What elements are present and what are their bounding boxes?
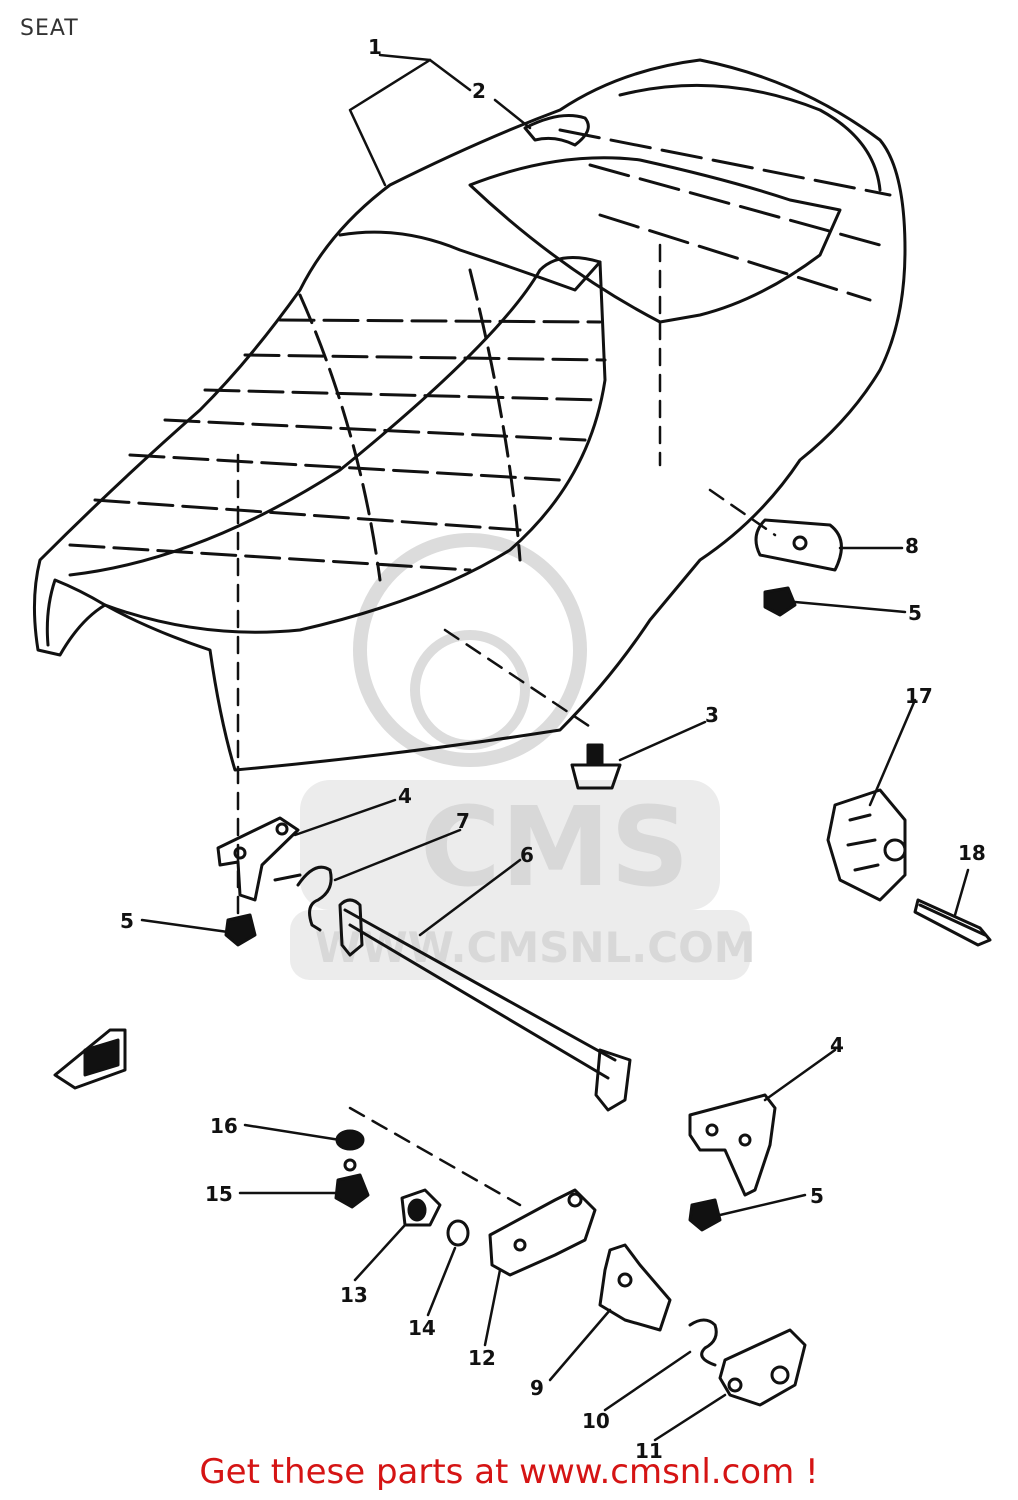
spring-10	[688, 1318, 718, 1367]
bracket-8	[754, 518, 843, 572]
callout-15: 15	[205, 1182, 233, 1206]
front-arrow-icon	[53, 1028, 127, 1090]
page-title: SEAT	[20, 16, 79, 41]
callout-3: 3	[705, 703, 719, 727]
callout-5-lower: 5	[810, 1184, 824, 1208]
callout-13: 13	[340, 1283, 368, 1307]
callout-8: 8	[905, 534, 919, 558]
leader-lines	[140, 53, 970, 1442]
catch-11	[718, 1328, 807, 1407]
callout-5-left: 5	[120, 909, 134, 933]
nut-15	[334, 1158, 370, 1209]
callout-9: 9	[530, 1376, 544, 1400]
collar-13	[400, 1188, 442, 1227]
bolt-18	[913, 898, 992, 947]
callout-18: 18	[958, 841, 986, 865]
seat	[32, 58, 907, 772]
callout-4-right: 4	[830, 1033, 844, 1057]
washer-14	[446, 1219, 470, 1247]
callout-labels: 1 2 3 4 4 5 5 5 6 7 8 9 10 11 12 13 14 1…	[120, 35, 986, 1463]
callout-11: 11	[635, 1439, 663, 1463]
callout-16: 16	[210, 1114, 238, 1138]
callout-6: 6	[520, 843, 534, 867]
bracket-4-left	[216, 816, 300, 902]
nut-5-lower	[688, 1198, 722, 1232]
seat-strap	[523, 114, 590, 147]
nut-5-upper	[763, 586, 797, 617]
seat-lock-17	[826, 788, 907, 902]
clip-3	[570, 743, 622, 790]
bracket-4-right	[688, 1093, 777, 1197]
plate-9	[598, 1243, 672, 1332]
callout-12: 12	[468, 1346, 496, 1370]
callout-4-left: 4	[398, 784, 412, 808]
callout-7: 7	[456, 809, 470, 833]
callout-1: 1	[368, 35, 382, 59]
watermark-brand: CMS	[420, 783, 689, 911]
footer-parts-link[interactable]: Get these parts at www.cmsnl.com !	[199, 1452, 819, 1492]
lever-12	[488, 1188, 597, 1277]
callout-10: 10	[582, 1409, 610, 1433]
rod-6	[338, 898, 632, 1112]
callout-17: 17	[905, 684, 933, 708]
callout-14: 14	[408, 1316, 436, 1340]
callout-5-upper: 5	[908, 601, 922, 625]
nut-5-left	[224, 913, 257, 947]
spring-7	[273, 865, 333, 932]
callout-2: 2	[472, 79, 486, 103]
assembly-lines	[236, 243, 777, 1207]
